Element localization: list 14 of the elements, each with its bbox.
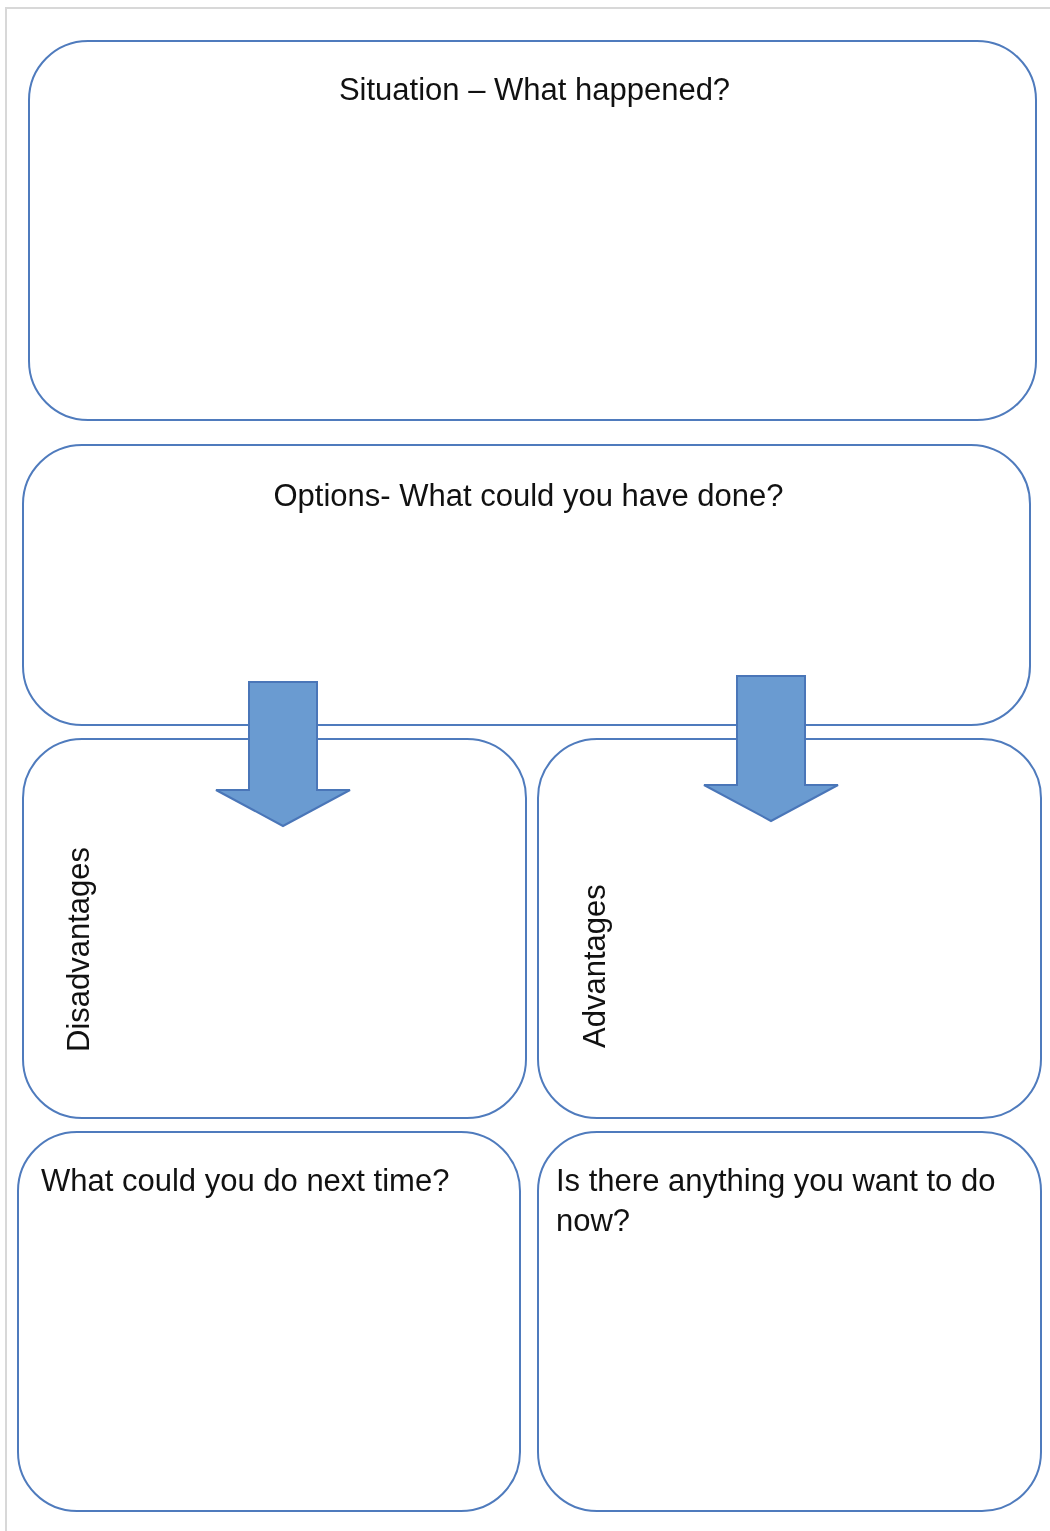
box-heading: What could you do next time? [41, 1162, 451, 1200]
vertical-label: Disadvantages [60, 846, 97, 1052]
box-heading: Options- What could you have done? [272, 477, 785, 515]
block-arrow [703, 675, 839, 823]
rounded-box [22, 738, 527, 1119]
block-arrow [215, 681, 351, 828]
rounded-box [537, 1131, 1042, 1512]
vertical-label: Advantages [576, 884, 613, 1048]
rounded-box [22, 444, 1031, 726]
box-heading: Is there anything you want to do now? [556, 1162, 997, 1240]
rounded-box [28, 40, 1037, 421]
box-heading: Situation – What happened? [337, 71, 732, 109]
rounded-box [537, 738, 1042, 1119]
rounded-box [17, 1131, 521, 1512]
